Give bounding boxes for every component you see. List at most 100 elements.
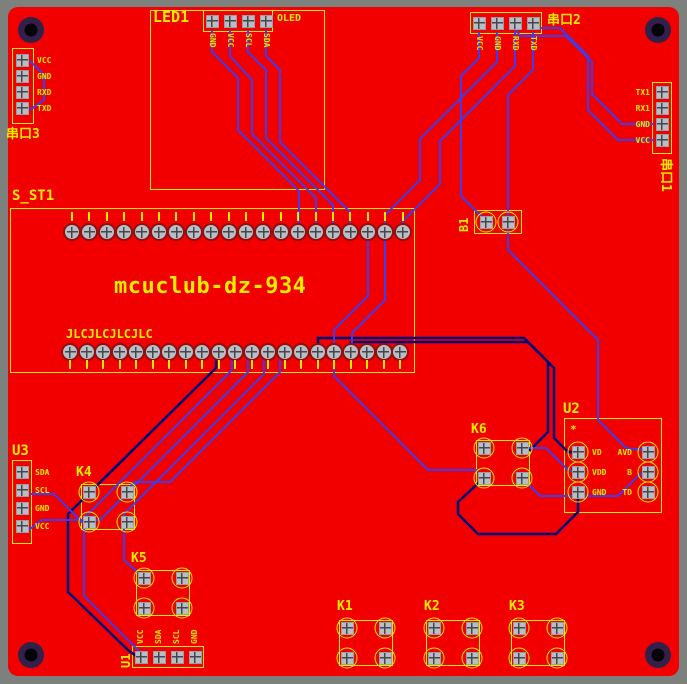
u1-pad[interactable] [188, 650, 202, 664]
k4-pad[interactable] [120, 485, 134, 499]
module-pad[interactable] [239, 225, 253, 239]
k2-designator[interactable]: K2 [424, 599, 440, 614]
module-pad[interactable] [169, 225, 184, 239]
k3-designator[interactable]: K3 [509, 599, 525, 614]
led1-pad[interactable] [205, 14, 219, 28]
u3-pad[interactable] [15, 501, 29, 515]
module-pad[interactable] [327, 345, 341, 359]
k6-pad[interactable] [515, 441, 529, 455]
module-title[interactable]: mcuclub-dz-934 [114, 274, 307, 299]
k1-pad[interactable] [340, 621, 354, 635]
serial3-pin-label[interactable]: VCC [37, 56, 52, 65]
u3-pad[interactable] [15, 465, 29, 479]
k1-pad[interactable] [378, 621, 392, 635]
module-pad[interactable] [82, 225, 97, 239]
serial1-pin-label[interactable]: TX1 [635, 88, 650, 97]
serial1-pin-label[interactable]: GND [635, 120, 650, 129]
module-pad[interactable] [152, 225, 166, 239]
module-pad[interactable] [96, 345, 110, 359]
serial3-pad[interactable] [15, 101, 29, 115]
serial1-pin-label[interactable]: VCC [635, 136, 650, 145]
led1-header-label[interactable]: OLED [277, 13, 302, 24]
mounting-hole[interactable] [645, 642, 671, 668]
serial1-pad[interactable] [655, 133, 669, 147]
k1-outline[interactable] [339, 620, 393, 666]
module-pad[interactable] [261, 345, 275, 359]
k1-pad[interactable] [340, 651, 354, 665]
serial1-designator[interactable]: 串口1 [658, 158, 673, 192]
serial2-pin-label[interactable]: VCC [475, 36, 484, 51]
serial2-pad[interactable] [472, 16, 486, 30]
k1-pad[interactable] [378, 651, 392, 665]
u1-designator[interactable]: U1 [119, 653, 133, 668]
serial3-pad[interactable] [15, 53, 29, 67]
u2-pin-label[interactable]: VDD [592, 468, 607, 477]
k2-pad[interactable] [465, 651, 479, 665]
k3-pad[interactable] [512, 651, 526, 665]
serial3-pin-label[interactable]: TXD [37, 104, 52, 113]
led1-outline[interactable] [150, 10, 325, 190]
u3-pad[interactable] [15, 483, 29, 497]
module-pad[interactable] [79, 345, 94, 359]
serial2-pad[interactable] [508, 16, 522, 30]
serial1-pin-label[interactable]: RX1 [635, 104, 650, 113]
mounting-hole[interactable] [18, 642, 44, 668]
module-subtitle[interactable]: JLCJLCJLCJLC [66, 327, 153, 341]
k5-pad[interactable] [175, 601, 189, 615]
u2-pin-label[interactable]: TD [622, 488, 632, 497]
k6-designator[interactable]: K6 [471, 422, 487, 437]
led1-pin-label[interactable]: SDA [262, 33, 271, 48]
u1-pin-label[interactable]: SDA [154, 629, 163, 644]
led1-pad[interactable] [223, 14, 237, 28]
k6-pad[interactable] [515, 471, 529, 485]
u2-designator[interactable]: U2 [563, 401, 580, 417]
module-pad[interactable] [376, 345, 391, 359]
u3-pin-label[interactable]: SCL [35, 486, 50, 495]
serial3-designator[interactable]: 串口3 [6, 127, 40, 142]
u1-pad[interactable] [170, 650, 184, 664]
led1-pin-label[interactable]: GND [208, 33, 217, 48]
k5-designator[interactable]: K5 [131, 551, 147, 566]
serial2-pad[interactable] [490, 16, 504, 30]
u1-pin-label[interactable]: GND [190, 629, 199, 644]
mounting-hole[interactable] [18, 17, 44, 43]
serial2-designator[interactable]: 串口2 [547, 13, 581, 28]
serial3-pin-label[interactable]: RXD [37, 88, 52, 97]
k5-pad[interactable] [137, 601, 151, 615]
u3-pin-label[interactable]: VCC [35, 522, 50, 531]
module-pad[interactable] [294, 345, 308, 359]
u2-pad[interactable] [641, 485, 655, 499]
k4-pad[interactable] [82, 485, 96, 499]
module-pad[interactable] [277, 345, 292, 359]
u2-pad[interactable] [571, 465, 585, 479]
module-designator[interactable]: S_ST1 [12, 188, 55, 204]
module-pad[interactable] [360, 345, 374, 359]
module-pad[interactable] [211, 345, 226, 359]
module-pad[interactable] [99, 225, 114, 239]
module-pad[interactable] [145, 345, 160, 359]
module-pad[interactable] [393, 345, 407, 359]
b1-pad[interactable] [479, 215, 493, 229]
module-pad[interactable] [186, 225, 201, 239]
k2-pad[interactable] [427, 621, 441, 635]
u1-pin-label[interactable]: SCL [172, 629, 181, 644]
k1-designator[interactable]: K1 [337, 599, 353, 614]
module-pad[interactable] [228, 345, 242, 359]
serial2-pin-label[interactable]: GND [493, 36, 502, 51]
u2-pad[interactable] [571, 485, 585, 499]
k3-pad[interactable] [512, 621, 526, 635]
k4-designator[interactable]: K4 [76, 465, 92, 480]
u3-pad[interactable] [15, 519, 29, 533]
b1-pad[interactable] [501, 215, 515, 229]
serial3-pad[interactable] [15, 85, 29, 99]
module-pad[interactable] [112, 345, 127, 359]
b1-designator[interactable]: B1 [457, 217, 471, 232]
module-pad[interactable] [244, 345, 259, 359]
serial3-pad[interactable] [15, 69, 29, 83]
module-pad[interactable] [117, 225, 132, 239]
k5-pad[interactable] [175, 571, 189, 585]
led1-pad[interactable] [241, 14, 255, 28]
module-pad[interactable] [65, 225, 79, 239]
k2-pad[interactable] [465, 621, 479, 635]
serial1-pad[interactable] [655, 117, 669, 131]
